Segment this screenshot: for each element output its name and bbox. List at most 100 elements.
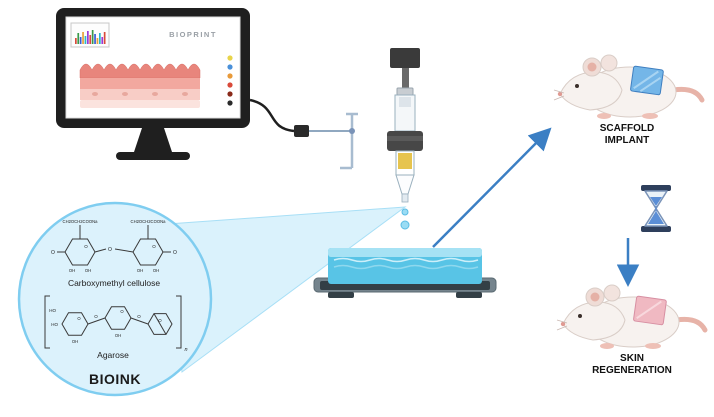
chromatogram-bar	[84, 36, 87, 44]
oh-label: OH	[137, 268, 143, 273]
bioink-title: BIOINK	[89, 371, 141, 387]
bioprinter-extruder	[387, 48, 423, 230]
plunger-head	[396, 87, 414, 96]
o-label: O	[51, 250, 55, 256]
print-bed	[313, 248, 497, 298]
ring-o-label: O	[77, 316, 81, 321]
hourglass-icon	[641, 185, 671, 232]
printed-line	[333, 257, 479, 263]
hourglass-bottom-bar	[641, 226, 671, 232]
ho-label: HO	[49, 308, 56, 313]
scaffold-patch-highlight	[633, 70, 661, 93]
ring-o-label: O	[84, 244, 88, 249]
mouse-skin-regeneration	[556, 284, 708, 349]
ring-o-label: O	[120, 309, 124, 314]
glycosidic-o-label: O	[108, 247, 112, 253]
nozzle-cone	[395, 174, 415, 195]
mouse-scaffold-implant	[553, 54, 705, 119]
mouse-nose	[560, 321, 566, 327]
hourglass-sand-top	[650, 197, 662, 206]
dermis-cell	[122, 92, 128, 96]
mouse-eye	[578, 314, 582, 318]
agarose-structure	[44, 295, 182, 349]
cmc-substituent-label: CH2OCH2COONa	[63, 219, 99, 224]
bracket-knob	[349, 128, 355, 134]
hypodermis-layer	[80, 100, 200, 108]
mouse-inner-ear	[587, 62, 597, 72]
cmc-structure	[57, 225, 171, 266]
ho-label: HO	[51, 322, 58, 327]
cmc-substituent-label: CH2OCH2COONa	[131, 219, 167, 224]
monitor-stand-neck	[134, 128, 172, 152]
oh-label: OH	[153, 268, 159, 273]
cmc-name-label: Carboxymethyl cellulose	[68, 278, 160, 288]
dermis-lower-layer	[80, 89, 200, 100]
magnifier-circle	[17, 201, 213, 397]
mouse-foot	[642, 113, 658, 119]
palette-dot	[227, 91, 233, 97]
arrow-to-implant	[432, 127, 552, 248]
bracket-right	[176, 295, 182, 349]
o-label: O	[94, 314, 98, 319]
chromatogram-bar	[103, 32, 106, 44]
mouse-whiskers	[556, 319, 568, 331]
oh-label: OH	[72, 339, 78, 344]
ink-droplet	[400, 220, 410, 230]
dermis-cell	[182, 92, 188, 96]
chromatogram-bar	[82, 32, 84, 44]
mouse-inner-ear	[590, 292, 600, 302]
skin-regeneration-label-line1: SKIN	[620, 353, 644, 364]
cable-assembly	[249, 98, 358, 170]
chromatogram-bar	[89, 35, 92, 44]
dermis-upper-layer	[80, 78, 200, 89]
chromatogram-bar	[79, 37, 82, 44]
oh-label: OH	[85, 268, 91, 273]
chromatogram-bars	[75, 30, 106, 44]
hydrogel-top-face	[328, 248, 482, 257]
o-label: O	[137, 314, 141, 319]
regenerated-skin-patch	[633, 295, 667, 326]
ink-droplet	[401, 208, 409, 216]
sugar-ring	[61, 312, 89, 336]
chromatogram-bar	[99, 33, 101, 44]
mouse-nose	[557, 91, 563, 97]
monitor: BIOPRINT	[56, 8, 250, 160]
skin-regeneration-label-line2: REGENERATION	[592, 365, 672, 376]
bioink-volume	[398, 153, 412, 169]
monitor-cable	[249, 98, 295, 133]
palette-dot	[227, 55, 233, 61]
plunger-seal	[399, 97, 411, 107]
cable-connector-box	[294, 125, 309, 137]
mouse-foot	[645, 343, 661, 349]
gantry-block	[390, 48, 420, 68]
palette-dot	[227, 73, 233, 79]
bioink-chemistry: CH2OCH2COONa CH2OCH2COONa O O O O O OH O…	[44, 219, 188, 387]
palette-dots	[227, 55, 233, 106]
dermis-cell	[152, 92, 158, 96]
printer-bracket	[340, 112, 358, 170]
chromatogram-bar	[94, 34, 96, 44]
hourglass-top-bar	[641, 185, 671, 191]
scaffold-implant-label-line2: IMPLANT	[605, 135, 649, 146]
oh-label: OH	[115, 333, 121, 338]
ring-o-label: O	[152, 244, 156, 249]
tray-foot	[456, 292, 482, 298]
chromatogram-bar	[75, 38, 77, 44]
skin-model-illustration	[79, 63, 201, 108]
holder-stripe	[387, 136, 423, 141]
nozzle-tip	[401, 193, 409, 203]
chromatogram-bar	[96, 38, 99, 44]
mouse-foot	[597, 113, 611, 119]
epidermis-layer	[79, 63, 201, 79]
chromatogram-bar	[101, 37, 104, 44]
bioink-magnifier	[17, 201, 407, 397]
dermis-cell	[92, 92, 98, 96]
chromatogram-bar	[91, 30, 94, 44]
mouse-head	[562, 301, 626, 341]
bioprint-app-title: BIOPRINT	[169, 30, 217, 39]
palette-dot	[227, 82, 233, 88]
repeat-index-label: n	[184, 347, 187, 353]
scaffold-patch	[630, 65, 664, 96]
